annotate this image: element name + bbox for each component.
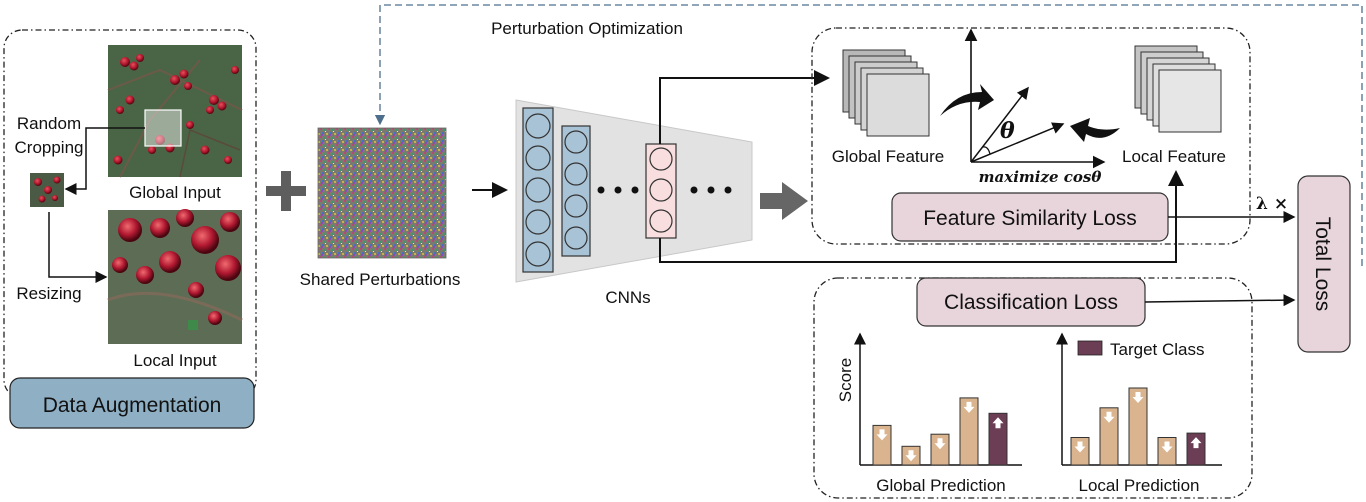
local-input-label: Local Input [133,351,216,370]
local-prediction-bar-3-down-arrow-icon [1132,392,1144,403]
global-curve-arrow [940,84,994,116]
cnn-layer-2 [561,125,591,257]
local-prediction-bar-5-up-arrow-icon [1190,437,1202,449]
classification-loss-to-total-arrow [1144,294,1296,307]
global-prediction-bar-2-down-arrow-icon [905,450,917,462]
theta-label: θ [1000,118,1015,144]
global-prediction-bar-4-down-arrow-icon [963,401,975,413]
global-prediction-bar-5 [988,412,1008,466]
cnn-output-arrow [760,182,808,220]
local-prediction-bar-2-down-arrow-icon [1103,411,1115,423]
shared-perturbations-label: Shared Perturbations [300,270,461,289]
crop-arrow [64,127,145,195]
resize-arrow [48,212,108,283]
local-input-image [107,209,243,344]
local-prediction-bar-5 [1186,432,1206,466]
random-cropping-label-line2: Cropping [15,138,84,157]
cnn-ellipsis-1 [597,186,639,194]
plus-icon [266,171,306,211]
global-prediction-bar-4 [959,397,979,466]
global-prediction-label: Global Prediction [876,476,1005,495]
resizing-label: Resizing [16,284,81,303]
global-feature-stack [842,49,930,137]
angle-arc [982,146,991,155]
cnns-label: CNNs [605,288,650,307]
local-prediction-bars [1070,387,1206,466]
data-augmentation-box [9,377,255,429]
local-feature-label: Local Feature [1122,147,1226,166]
local-prediction-bar-4-down-arrow-icon [1161,441,1173,453]
data-augmentation-label: Data Augmentation [43,394,222,417]
target-class-legend-label: Target Class [1110,340,1204,359]
feature-similarity-region [811,27,1251,245]
cnn-layer-1 [522,107,554,273]
shared-perturbations-image [317,127,447,259]
global-prediction-bar-5-up-arrow-icon [992,417,1004,429]
local-prediction-label: Local Prediction [1079,476,1200,495]
cnn-ellipsis-2 [690,186,732,194]
global-input-image [107,45,243,178]
global-feature-vector [970,86,1029,163]
global-feature-arrow [659,70,830,144]
local-prediction-bar-3 [1128,387,1148,466]
local-feature-vector [970,122,1065,163]
global-prediction-bars [872,397,1008,466]
cnn-feature-layer [645,143,677,239]
global-prediction-bar-1-down-arrow-icon [876,429,888,441]
target-class-legend-swatch [1077,340,1103,356]
perturbation-optimization-loop [374,4,1363,266]
classification-loss-label: Classification Loss [944,291,1118,314]
global-input-label: Global Input [129,183,221,202]
score-axis-label: Score [836,358,855,402]
local-prediction-bar-1-down-arrow-icon [1074,441,1086,453]
global-prediction-bar-3-down-arrow-icon [934,438,946,450]
cropped-patch [30,173,64,207]
total-loss-label: Total Loss [1311,217,1334,312]
random-cropping-label-line1: Random [17,114,81,133]
lambda-label: λ × [1256,194,1288,214]
global-prediction-bar-3 [930,433,950,466]
feature-similarity-loss-label: Feature Similarity Loss [923,207,1137,230]
local-feature-stack [1134,45,1222,133]
global-feature-label: Global Feature [832,147,944,166]
perturbation-optimization-label: Perturbation Optimization [491,19,683,38]
local-curve-arrow [1070,118,1120,142]
local-prediction-bar-2 [1099,407,1119,466]
total-loss-box [1297,175,1351,353]
maximize-cos-label: maximize cosθ [979,168,1102,186]
